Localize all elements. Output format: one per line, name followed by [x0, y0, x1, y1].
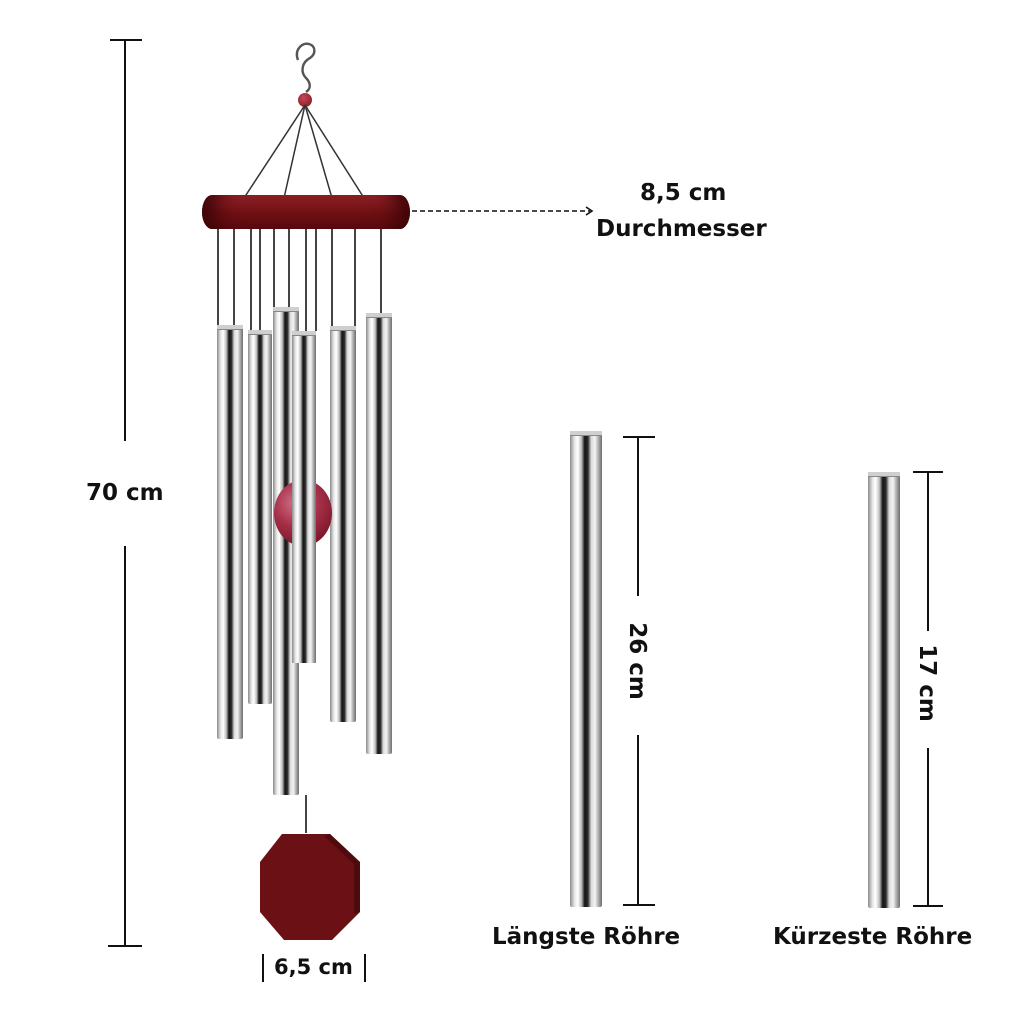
- longest-top-tick: [623, 436, 655, 438]
- diameter-value: 8,5 cm: [640, 180, 727, 206]
- shortest-tube: [868, 472, 900, 908]
- sail-width-label: 6,5 cm: [274, 955, 353, 979]
- top-bead: [298, 93, 312, 107]
- pendulum-wire: [305, 795, 307, 833]
- chime-tube-5: [330, 326, 356, 722]
- wire: [380, 229, 382, 313]
- shortest-line-upper: [927, 471, 929, 631]
- wire: [315, 229, 317, 331]
- wire: [331, 229, 333, 326]
- longest-line-lower: [637, 735, 639, 905]
- shortest-tube-length: 17 cm: [914, 644, 940, 722]
- hook-icon: [295, 42, 316, 93]
- top-tick: [110, 39, 142, 41]
- bottom-tick: [108, 945, 142, 947]
- shortest-bottom-tick: [913, 905, 943, 907]
- wind-sail: [260, 834, 360, 940]
- wire: [259, 229, 261, 330]
- chime-tube-1: [217, 325, 243, 739]
- wire: [250, 229, 252, 330]
- shortest-tube-caption: Kürzeste Röhre: [773, 924, 973, 950]
- wire: [273, 229, 275, 307]
- wire: [217, 229, 219, 325]
- sail-width-tick-left: [262, 954, 264, 982]
- wire: [233, 229, 235, 325]
- wire: [305, 229, 307, 331]
- chime-tube-6: [366, 313, 392, 754]
- chime-tube-4-front: [292, 470, 316, 663]
- total-height-label: 70 cm: [86, 480, 164, 506]
- longest-line-upper: [637, 436, 639, 596]
- longest-tube: [570, 431, 602, 907]
- dashed-arrow-icon: [412, 206, 594, 216]
- height-line-lower: [124, 546, 126, 946]
- chime-tube-2: [248, 330, 272, 704]
- wooden-ring: [202, 195, 410, 229]
- wire: [354, 229, 356, 326]
- height-line-upper: [124, 39, 126, 441]
- shortest-line-lower: [927, 748, 929, 906]
- sail-width-tick-right: [364, 954, 366, 982]
- longest-bottom-tick: [623, 904, 655, 906]
- wire: [288, 229, 290, 307]
- diameter-caption: Durchmesser: [596, 216, 767, 242]
- longest-tube-length: 26 cm: [624, 622, 650, 700]
- suspension-strings: [243, 104, 365, 199]
- longest-tube-caption: Längste Röhre: [492, 924, 681, 950]
